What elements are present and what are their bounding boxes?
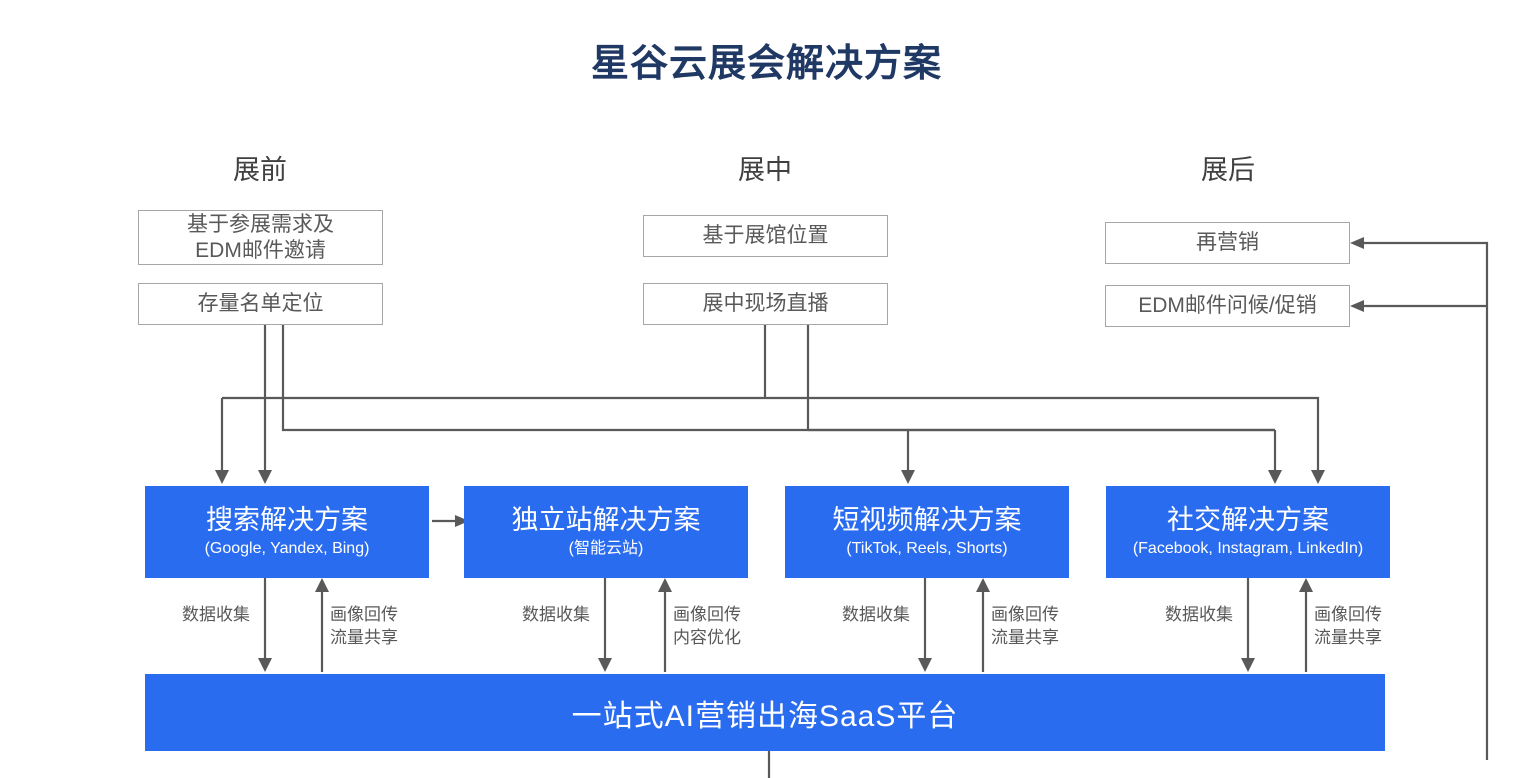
phase-box-mid-2[interactable]: 展中现场直播: [643, 283, 888, 325]
solution-box-search[interactable]: 搜索解决方案 (Google, Yandex, Bing): [145, 486, 429, 578]
solution-title: 独立站解决方案: [511, 505, 701, 536]
phase-box-label: EDM邮件问候/促销: [1138, 294, 1317, 318]
flow-label-video-down: 数据收集: [842, 605, 910, 624]
phase-heading-mid: 展中: [738, 155, 792, 185]
solution-title: 短视频解决方案: [832, 505, 1022, 536]
phase-box-pre-1[interactable]: 基于参展需求及 EDM邮件邀请: [138, 210, 383, 265]
phase-box-post-1[interactable]: 再营销: [1105, 222, 1350, 264]
phase-heading-post: 展后: [1201, 155, 1255, 185]
phase-box-pre-2[interactable]: 存量名单定位: [138, 283, 383, 325]
solution-title: 社交解决方案: [1167, 505, 1329, 536]
phase-box-label: 基于展馆位置: [702, 224, 829, 248]
platform-label: 一站式AI营销出海SaaS平台: [571, 699, 959, 733]
solution-subtitle: (TikTok, Reels, Shorts): [846, 540, 1008, 558]
flow-label-video-up: 画像回传 流量共享: [991, 605, 1059, 647]
page-title: 星谷云展会解决方案: [590, 43, 942, 85]
phase-box-label: 基于参展需求及 EDM邮件邀请: [187, 212, 334, 262]
phase-heading-pre: 展前: [233, 155, 287, 185]
solution-subtitle: (智能云站): [568, 540, 644, 558]
solution-title: 搜索解决方案: [206, 505, 368, 536]
phase-box-mid-1[interactable]: 基于展馆位置: [643, 215, 888, 257]
phase-box-label: 展中现场直播: [702, 292, 829, 316]
flow-label-site-down: 数据收集: [522, 605, 590, 624]
flow-label-site-up: 画像回传 内容优化: [673, 605, 741, 647]
flow-label-search-up: 画像回传 流量共享: [330, 605, 398, 647]
solution-subtitle: (Google, Yandex, Bing): [204, 540, 370, 558]
flow-label-social-up: 画像回传 流量共享: [1314, 605, 1382, 647]
phase-box-label: 存量名单定位: [197, 292, 324, 316]
flow-label-search-down: 数据收集: [182, 605, 250, 624]
solution-subtitle: (Facebook, Instagram, LinkedIn): [1132, 540, 1364, 558]
solution-box-site[interactable]: 独立站解决方案 (智能云站): [464, 486, 748, 578]
flow-label-social-down: 数据收集: [1165, 605, 1233, 624]
phase-box-label: 再营销: [1196, 231, 1259, 255]
platform-bar[interactable]: 一站式AI营销出海SaaS平台: [145, 674, 1385, 751]
phase-box-post-2[interactable]: EDM邮件问候/促销: [1105, 285, 1350, 327]
solution-box-social[interactable]: 社交解决方案 (Facebook, Instagram, LinkedIn): [1106, 486, 1390, 578]
solution-box-video[interactable]: 短视频解决方案 (TikTok, Reels, Shorts): [785, 486, 1069, 578]
